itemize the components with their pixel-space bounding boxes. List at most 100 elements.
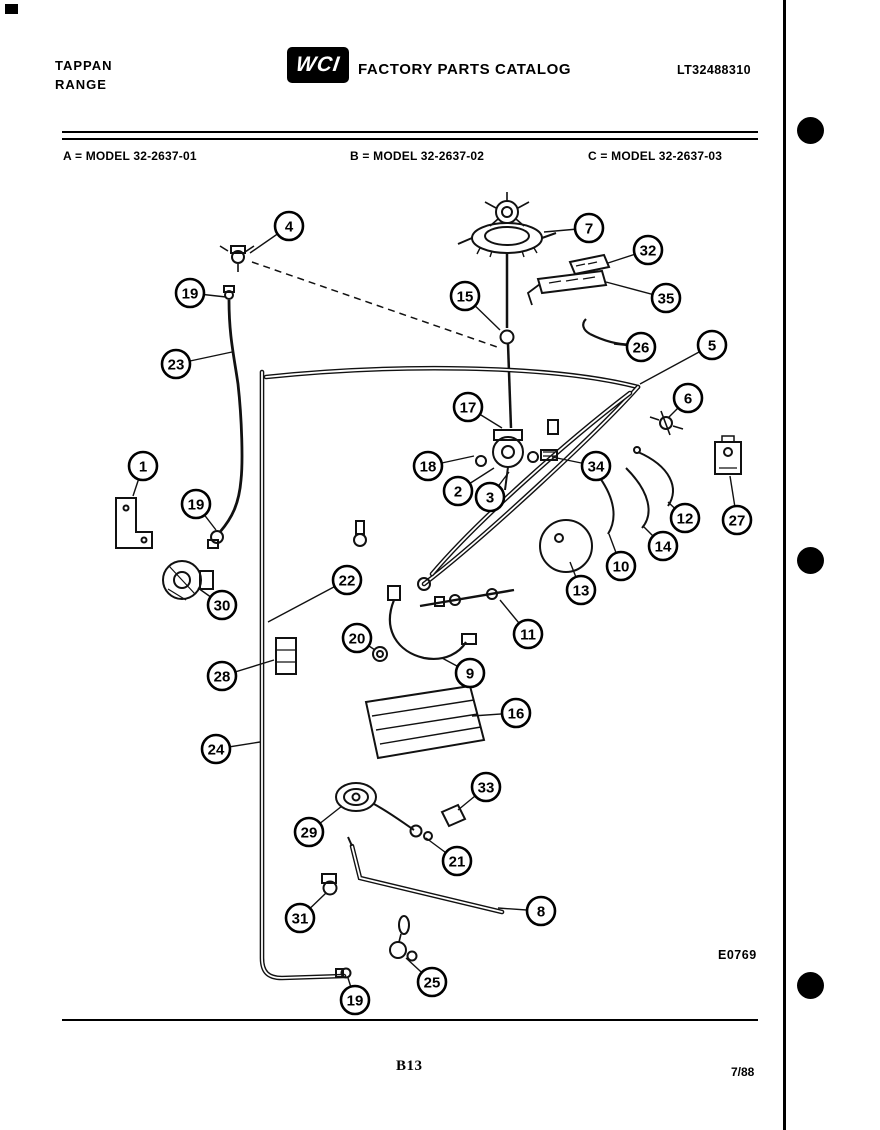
svg-text:15: 15	[457, 289, 474, 306]
binder-hole-mark-2	[797, 547, 824, 574]
binder-hole-mark-3	[797, 972, 824, 999]
valve-25	[389, 915, 418, 962]
svg-text:19: 19	[182, 286, 199, 303]
callout-1: 1	[127, 450, 159, 482]
callout-6: 6	[672, 382, 704, 414]
svg-text:20: 20	[349, 631, 366, 648]
svg-text:31: 31	[292, 911, 309, 928]
callout-22: 22	[331, 564, 363, 596]
model-b-label: B = MODEL 32-2637-02	[350, 149, 485, 163]
callout-29: 29	[293, 816, 325, 848]
callout-24: 24	[200, 733, 232, 765]
svg-text:12: 12	[677, 511, 694, 528]
clip-33	[440, 803, 467, 828]
svg-text:14: 14	[655, 539, 672, 556]
tube-clamp	[353, 520, 367, 547]
callout-4: 4	[273, 210, 305, 242]
svg-text:26: 26	[633, 340, 650, 357]
burner-assembly	[457, 192, 557, 259]
callout-32: 32	[632, 234, 664, 266]
svg-text:23: 23	[168, 357, 185, 374]
heat-shield-16	[364, 684, 486, 760]
wci-logo-text: WCI	[294, 53, 342, 76]
svg-text:30: 30	[214, 598, 231, 615]
footer-divider	[62, 1019, 758, 1021]
svg-text:21: 21	[449, 854, 466, 871]
svg-text:22: 22	[339, 573, 356, 590]
callout-2: 2	[442, 475, 474, 507]
switch-27	[714, 435, 742, 475]
callout-20: 20	[341, 622, 373, 654]
igniter-wire-9	[387, 585, 477, 660]
model-a-label: A = MODEL 32-2637-01	[63, 149, 197, 163]
svg-text:19: 19	[347, 993, 364, 1010]
callout-15: 15	[449, 280, 481, 312]
sensor-13	[539, 519, 593, 573]
left-vertical-tube-24	[259, 369, 347, 981]
svg-text:7: 7	[585, 221, 593, 238]
center-valve-cluster	[475, 419, 559, 491]
svg-text:33: 33	[478, 780, 495, 797]
wci-logo: WCI	[287, 47, 349, 83]
callout-19: 19	[174, 277, 206, 309]
brand-line1: TAPPAN	[55, 58, 113, 73]
revision-date: 7/88	[731, 1065, 755, 1079]
coil-29	[335, 782, 415, 831]
pilot-6	[649, 410, 684, 436]
svg-text:25: 25	[424, 975, 441, 992]
callout-11: 11	[512, 618, 544, 650]
callout-18: 18	[412, 450, 444, 482]
fitting-31	[321, 873, 338, 896]
brand-line2: RANGE	[55, 77, 107, 92]
svg-text:9: 9	[466, 666, 474, 683]
connector-21	[409, 824, 433, 841]
callout-3: 3	[474, 481, 506, 513]
svg-text:32: 32	[640, 243, 657, 260]
rod-8	[347, 836, 505, 915]
orifice-and-stem	[499, 253, 515, 429]
svg-text:3: 3	[486, 490, 494, 507]
callout-19: 19	[180, 488, 212, 520]
supply-tube-23	[207, 285, 244, 549]
callout-31: 31	[284, 902, 316, 934]
header-divider	[62, 131, 758, 140]
fittings-11	[419, 588, 515, 608]
svg-text:4: 4	[285, 219, 294, 236]
svg-text:27: 27	[729, 513, 746, 530]
svg-text:34: 34	[588, 459, 605, 476]
svg-text:28: 28	[214, 669, 231, 686]
svg-text:13: 13	[573, 583, 590, 600]
catalog-title: FACTORY PARTS CATALOG	[358, 61, 572, 78]
svg-text:16: 16	[508, 706, 525, 723]
callout-5: 5	[696, 329, 728, 361]
svg-text:18: 18	[420, 459, 437, 476]
svg-text:6: 6	[684, 391, 692, 408]
svg-text:35: 35	[658, 291, 675, 308]
callout-10: 10	[605, 550, 637, 582]
brand-name: TAPPAN RANGE	[55, 56, 113, 94]
callout-35: 35	[650, 282, 682, 314]
svg-text:10: 10	[613, 559, 630, 576]
page-number: B13	[396, 1058, 423, 1074]
parts-layer	[115, 192, 742, 981]
document-number: LT32488310	[677, 63, 751, 77]
callout-16: 16	[500, 697, 532, 729]
scan-artifact-mark	[5, 4, 18, 14]
bracket-1	[115, 497, 153, 549]
igniter-plates	[526, 253, 611, 306]
callout-26: 26	[625, 331, 657, 363]
valve-30	[162, 560, 214, 601]
callout-9: 9	[454, 657, 486, 689]
callout-21: 21	[441, 845, 473, 877]
bolt-19-bottom	[335, 967, 352, 979]
svg-text:11: 11	[520, 627, 536, 644]
nut-20	[372, 646, 388, 662]
svg-text:8: 8	[537, 904, 545, 921]
binder-edge-rule	[783, 0, 786, 1130]
callout-13: 13	[565, 574, 597, 606]
callout-19: 19	[339, 984, 371, 1016]
callout-34: 34	[580, 450, 612, 482]
callout-17: 17	[452, 391, 484, 423]
